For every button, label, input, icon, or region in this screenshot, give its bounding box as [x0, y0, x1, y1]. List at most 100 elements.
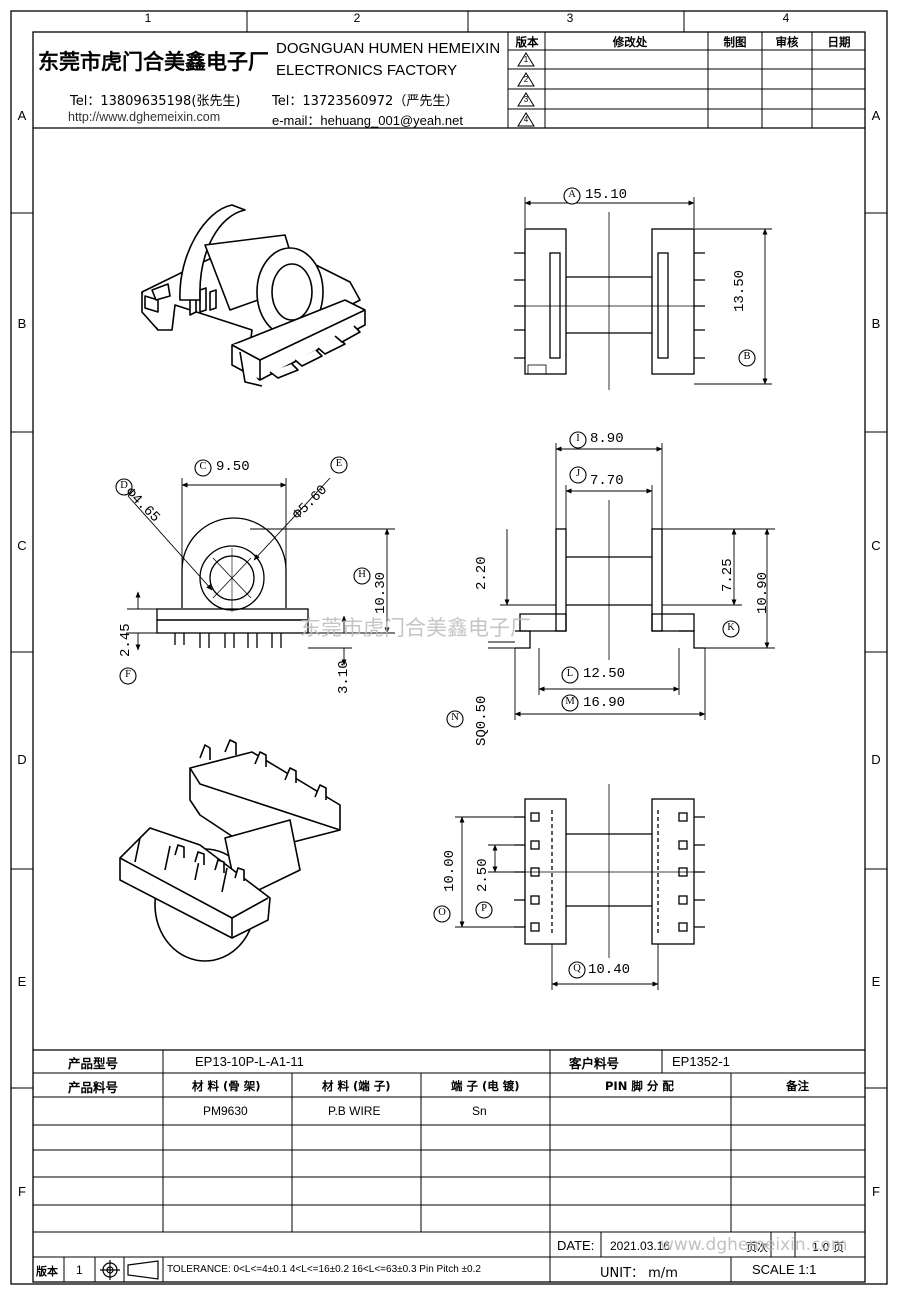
company-email[interactable]: e-mail：hehuang_001@yeah.net: [272, 113, 463, 128]
callout-label: I: [576, 433, 580, 444]
callout-label: C: [199, 461, 207, 472]
value-product-model: EP13-10P-L-A1-11: [195, 1054, 304, 1069]
rev-row-1: 1: [523, 55, 529, 64]
rev-header-drawn: 制图: [723, 35, 747, 49]
view-top-dims: [524, 197, 772, 385]
callout-label: F: [125, 669, 131, 680]
callout-label: D: [120, 480, 128, 491]
rev-header-version: 版本: [515, 35, 539, 49]
value-material-pin: P.B WIRE: [328, 1104, 381, 1118]
rev-header-checked: 审核: [775, 35, 799, 49]
projection-symbol: [100, 1260, 159, 1280]
label-product-no: 产品料号: [68, 1080, 119, 1095]
header-material-pin: 材 料 (端 子): [322, 1079, 391, 1093]
info-table-lines: [33, 1049, 865, 1282]
dim-f-value: 2.45: [118, 623, 134, 657]
zone-column-1: 1: [144, 11, 152, 25]
contact-tel-1: Tel：13809635198(张先生): [70, 94, 241, 109]
zone-row-d-right: D: [871, 752, 881, 767]
dim-k-value: 10.90: [755, 571, 771, 614]
callout-label: J: [575, 468, 581, 479]
zone-row-e-left: E: [17, 974, 27, 989]
value-material-bobbin: PM9630: [203, 1104, 248, 1118]
view-bottom-outline: [514, 784, 705, 958]
zone-row-b-right: B: [871, 316, 881, 331]
rev-row-4: 4: [523, 115, 529, 124]
footer-version-value: 1: [76, 1263, 83, 1277]
contact-tel-2: Tel：13723560972（严先生）: [272, 94, 459, 109]
zone-ticks: [11, 11, 887, 1089]
callout-label: P: [481, 903, 487, 914]
dim-b-value: 13.50: [732, 269, 748, 312]
footer-scale: SCALE 1:1: [752, 1262, 817, 1277]
zone-row-f-right: F: [872, 1184, 880, 1199]
zone-row-f-left: F: [18, 1184, 26, 1199]
callout-label: O: [438, 907, 446, 918]
watermark-bottom: www.dghemeixin.com: [660, 1235, 848, 1255]
rev-row-3: 3: [523, 95, 529, 104]
zone-row-c-right: C: [871, 538, 881, 553]
callout-label: K: [727, 622, 735, 633]
rev-header-change: 修改处: [612, 35, 648, 49]
label-customer-part: 客户料号: [569, 1056, 620, 1071]
callout-label: E: [335, 458, 343, 469]
footer-version-label: 版本: [36, 1265, 58, 1278]
dim-l-value: 12.50: [583, 666, 626, 682]
view-isometric-top: [141, 204, 366, 387]
footer-date-label: DATE:: [557, 1238, 595, 1253]
rev-row-2: 2: [523, 75, 529, 84]
zone-row-b-left: B: [17, 316, 27, 331]
callout-label: A: [568, 189, 576, 200]
header-pin-assign: PIN 脚 分 配: [605, 1079, 674, 1093]
zone-row-c-left: C: [17, 538, 27, 553]
callout-label: Q: [573, 963, 581, 974]
view-front-dims: [127, 477, 395, 666]
callout-label: H: [358, 569, 366, 580]
dim-g-value: 3.10: [336, 660, 352, 694]
header-remark: 备注: [786, 1079, 809, 1093]
dim-i-value: 8.90: [590, 431, 624, 447]
dim-c-value: 9.50: [216, 459, 250, 475]
view-side-dims: [488, 443, 775, 720]
dim-k-upper-value: 7.25: [720, 558, 736, 592]
footer-page-value: 1.0 页: [812, 1241, 844, 1254]
callout-label: N: [451, 712, 459, 723]
title-block-lines: [33, 32, 865, 129]
dim-n-value: SQ0.50: [474, 695, 490, 746]
view-isometric-bottom: [119, 739, 341, 962]
dim-h-value: 10.30: [373, 571, 389, 614]
zone-column-2: 2: [353, 11, 361, 25]
callout-circles: [115, 187, 756, 979]
footer-unit: UNIT： m/m: [600, 1266, 678, 1281]
footer-page-label: 页次: [746, 1241, 768, 1254]
company-website[interactable]: http://www.dghemeixin.com: [68, 110, 221, 124]
watermark-center: 东莞市虎门合美鑫电子厂: [300, 616, 531, 640]
value-terminal-plating: Sn: [472, 1104, 487, 1118]
dim-q-value: 10.40: [588, 962, 631, 978]
zone-row-d-left: D: [17, 752, 27, 767]
label-product-model: 产品型号: [68, 1056, 119, 1071]
company-name-en-line2: ELECTRONICS FACTORY: [276, 62, 458, 79]
callout-label: M: [565, 696, 575, 707]
zone-column-3: 3: [566, 11, 574, 25]
revision-triangles: [517, 52, 535, 127]
zone-row-a-left: A: [17, 108, 27, 123]
dim-m-value: 16.90: [583, 695, 626, 711]
view-top-outline: [514, 212, 705, 390]
sheet-border: [10, 10, 888, 1285]
dim-j-value: 7.70: [590, 473, 624, 489]
zone-row-e-right: E: [871, 974, 881, 989]
view-bottom-dims: [455, 816, 659, 990]
zone-column-4: 4: [782, 11, 790, 25]
zone-row-a-right: A: [871, 108, 881, 123]
view-side-outline: [515, 500, 705, 660]
dim-p-value: 2.50: [475, 858, 491, 892]
header-terminal-plating: 端 子 (电 镀): [451, 1079, 520, 1093]
value-customer-part: EP1352-1: [672, 1054, 730, 1069]
dim-side-height-value: 2.20: [474, 556, 490, 590]
rev-header-date: 日期: [827, 35, 851, 49]
callout-label: B: [743, 351, 751, 362]
dim-o-value: 10.00: [442, 849, 458, 892]
footer-date-value: 2021.03.16: [610, 1239, 671, 1253]
